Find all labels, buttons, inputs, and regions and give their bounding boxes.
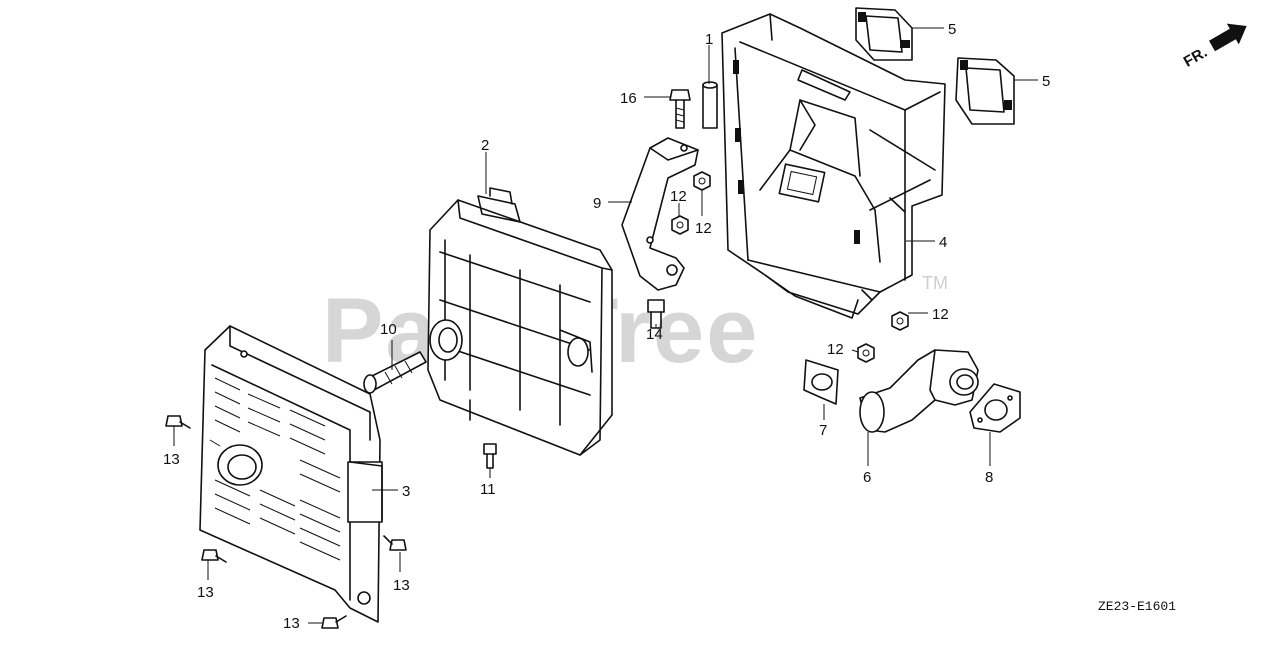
part-12-nut-b[interactable] (671, 215, 689, 235)
part-3-muffler-cover[interactable] (199, 325, 383, 623)
part-9-bracket[interactable] (621, 137, 699, 291)
part-6-exhaust-pipe[interactable] (859, 349, 979, 433)
callout-13-bottom-left: 13 (197, 584, 214, 601)
callout-11: 11 (480, 481, 496, 498)
callout-13-right: 13 (393, 577, 410, 594)
callout-12-nut: 12 (695, 220, 712, 237)
part-12-nut-c[interactable] (891, 311, 909, 331)
front-arrow-icon (1209, 23, 1247, 52)
front-direction-indicator: FR. (1181, 23, 1247, 71)
callout-12-right: 12 (932, 306, 949, 323)
callout-5-lower: 5 (1042, 73, 1050, 90)
callout-13-left: 13 (163, 451, 180, 468)
part-10-stud[interactable] (363, 351, 427, 394)
callout-6: 6 (863, 469, 871, 486)
part-1-collar[interactable] (702, 81, 718, 129)
callout-12-pipe: 12 (827, 341, 844, 358)
watermark-trademark: TM (922, 273, 948, 293)
front-label: FR. (1181, 44, 1210, 71)
callout-10: 10 (380, 321, 397, 338)
diagram-code: ZE23-E1601 (1098, 599, 1176, 614)
callout-12-bracket: 12 (670, 188, 687, 205)
callout-7: 7 (819, 422, 827, 439)
callout-2: 2 (481, 137, 489, 154)
callout-4: 4 (939, 234, 947, 251)
part-13-screw-b[interactable] (201, 549, 227, 563)
leader-lines (173, 27, 1038, 624)
callout-16: 16 (620, 90, 637, 107)
part-5-shield-lower[interactable] (955, 57, 1015, 125)
callout-5-upper: 5 (948, 21, 956, 38)
part-13-screw-c[interactable] (383, 535, 407, 551)
callout-9: 9 (593, 195, 601, 212)
part-5-shield-upper[interactable] (855, 7, 913, 61)
part-12-nut-a[interactable] (693, 171, 711, 191)
part-11-bolt[interactable] (483, 443, 497, 469)
part-7-gasket[interactable] (803, 359, 839, 405)
callout-14: 14 (646, 326, 663, 343)
callout-3: 3 (402, 483, 410, 500)
part-8-gasket[interactable] (969, 383, 1021, 433)
part-2-muffler[interactable] (427, 187, 613, 456)
callout-1: 1 (705, 31, 713, 48)
part-16-bolt[interactable] (669, 89, 691, 129)
callout-8: 8 (985, 469, 993, 486)
part-13-screw-d[interactable] (321, 615, 347, 629)
part-12-nut-d[interactable] (857, 343, 875, 363)
callout-13-bottom: 13 (283, 615, 300, 632)
part-13-screw-a[interactable] (165, 415, 191, 429)
